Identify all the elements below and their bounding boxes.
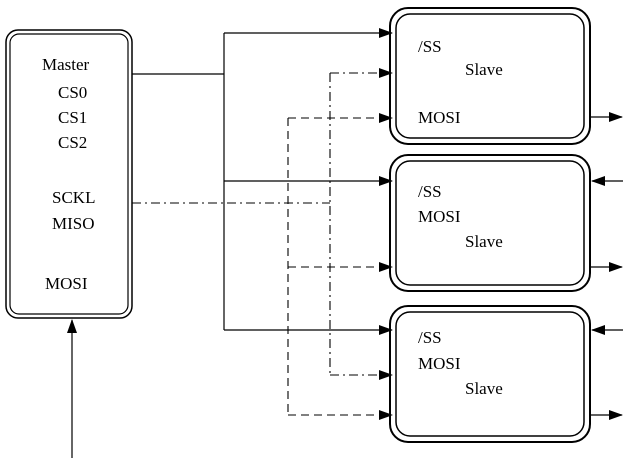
master-miso-label: MISO bbox=[52, 214, 95, 233]
slave-1-name: Slave bbox=[465, 60, 503, 79]
slave-1-ss-label: /SS bbox=[418, 37, 442, 56]
chip-select-lines bbox=[132, 28, 393, 335]
slave-1-mosi-label: MOSI bbox=[418, 108, 461, 127]
data-bus-lines bbox=[287, 113, 393, 420]
slave-2-mosi-label: MOSI bbox=[418, 207, 461, 226]
slave-input-lines bbox=[591, 176, 623, 335]
master-box bbox=[5, 29, 133, 319]
master-mosi-label: MOSI bbox=[45, 274, 88, 293]
master-cs2-label: CS2 bbox=[58, 133, 87, 152]
slave-2-name: Slave bbox=[465, 232, 503, 251]
master-sckl-label: SCKL bbox=[52, 188, 95, 207]
master-cs0-label: CS0 bbox=[58, 83, 87, 102]
slave-2-ss-label: /SS bbox=[418, 182, 442, 201]
slave-3-ss-label: /SS bbox=[418, 328, 442, 347]
slave-3-name: Slave bbox=[465, 379, 503, 398]
master-cs1-label: CS1 bbox=[58, 108, 87, 127]
slave-box-2 bbox=[389, 154, 591, 292]
slave-3-mosi-label: MOSI bbox=[418, 354, 461, 373]
slave-output-lines bbox=[590, 112, 623, 420]
master-title: Master bbox=[42, 55, 90, 74]
slave-box-3 bbox=[389, 305, 591, 443]
clock-bus-lines bbox=[132, 68, 393, 380]
